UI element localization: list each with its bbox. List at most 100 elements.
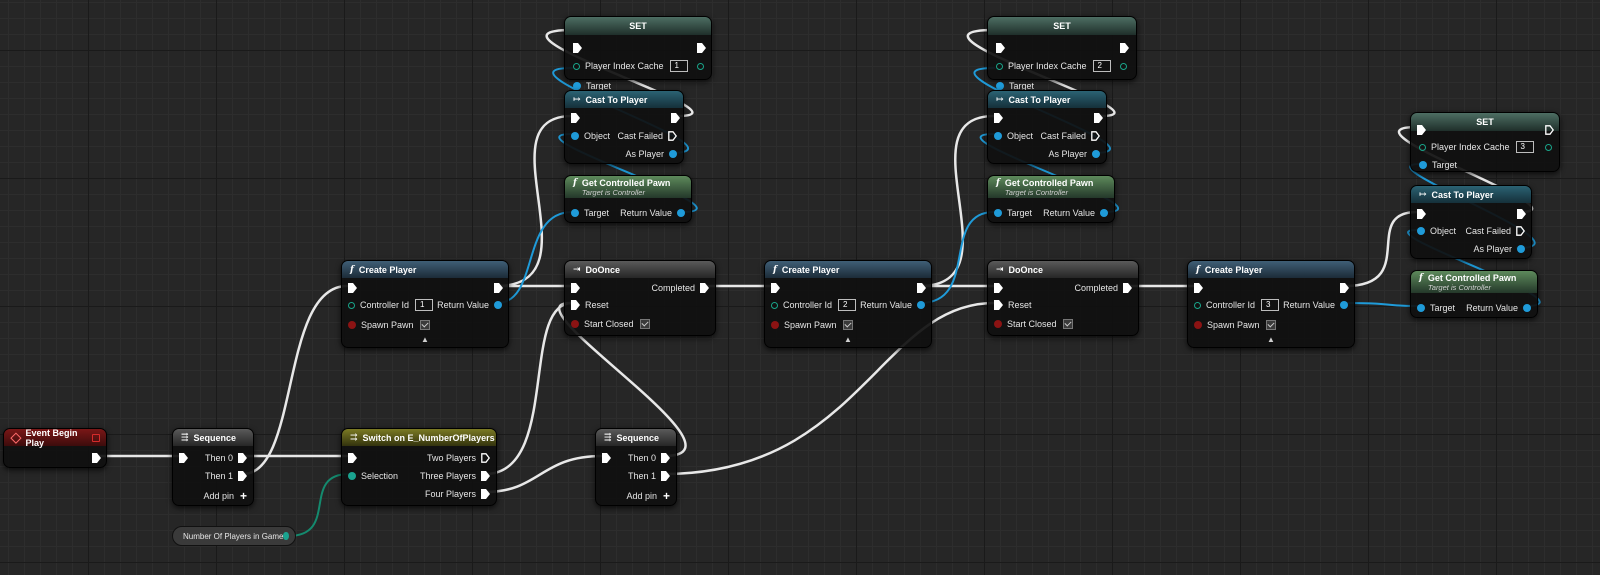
- exec-in-pin[interactable]: [1194, 281, 1203, 295]
- exec-in-pin[interactable]: [994, 281, 1003, 295]
- as-player-pin[interactable]: As Player: [1473, 242, 1525, 256]
- reset-pin[interactable]: Reset: [994, 298, 1032, 312]
- as-player-pin[interactable]: As Player: [1048, 147, 1100, 161]
- doonce-node-1[interactable]: ⇥DoOnce Completed Reset Start Closed: [564, 260, 716, 336]
- variable-output-pin[interactable]: [283, 532, 289, 540]
- spawn-pawn-pin[interactable]: Spawn Pawn: [1194, 318, 1276, 332]
- cast-failed-pin[interactable]: Cast Failed: [1465, 224, 1525, 238]
- target-pin[interactable]: Target: [1419, 158, 1457, 172]
- exec-in-pin[interactable]: [348, 281, 357, 295]
- exec-in-pin[interactable]: [602, 451, 611, 465]
- switch-node[interactable]: ⇉Switch on E_NumberOfPlayers Two Players…: [341, 428, 497, 506]
- exec-in-pin[interactable]: [996, 41, 1005, 55]
- doonce-node-2[interactable]: ⇥DoOnce Completed Reset Start Closed: [987, 260, 1139, 336]
- value-input[interactable]: 2: [838, 299, 857, 311]
- value-input[interactable]: 1: [669, 60, 688, 72]
- then-1-pin[interactable]: Then 1: [205, 469, 247, 483]
- object-pin[interactable]: Object: [571, 129, 610, 143]
- exec-out-pin[interactable]: [697, 41, 706, 55]
- value-input[interactable]: 3: [1261, 299, 1280, 311]
- exec-in-pin[interactable]: [571, 111, 580, 125]
- exec-in-pin[interactable]: [571, 281, 580, 295]
- exec-out-pin[interactable]: [671, 111, 680, 125]
- delegate-pin-icon[interactable]: [92, 433, 100, 442]
- cast-failed-pin[interactable]: Cast Failed: [617, 129, 677, 143]
- spawn-pawn-checkbox[interactable]: [419, 320, 430, 330]
- cast-to-player-node-2[interactable]: ↦Cast To Player Object Cast Failed As Pl…: [987, 90, 1107, 164]
- exec-in-pin[interactable]: [573, 41, 582, 55]
- cast-failed-pin[interactable]: Cast Failed: [1040, 129, 1100, 143]
- output-pin[interactable]: [1545, 140, 1552, 154]
- event-begin-play-node[interactable]: Event Begin Play: [3, 428, 107, 468]
- add-pin-button[interactable]: Add pin+: [203, 489, 247, 503]
- exec-out-pin[interactable]: [92, 451, 101, 465]
- three-players-pin[interactable]: Three Players: [420, 469, 490, 483]
- exec-in-pin[interactable]: [1417, 207, 1426, 221]
- return-value-pin[interactable]: Return Value: [1283, 298, 1348, 312]
- target-pin[interactable]: Target: [996, 79, 1034, 93]
- value-input[interactable]: 1: [415, 299, 434, 311]
- exec-in-pin[interactable]: [994, 111, 1003, 125]
- target-pin[interactable]: Target: [571, 206, 609, 220]
- start-closed-checkbox[interactable]: [1062, 319, 1073, 329]
- exec-in-pin[interactable]: [1417, 123, 1426, 137]
- exec-in-pin[interactable]: [771, 281, 780, 295]
- exec-out-pin[interactable]: [917, 281, 926, 295]
- exec-out-pin[interactable]: [1120, 41, 1129, 55]
- spawn-pawn-checkbox[interactable]: [1265, 320, 1276, 330]
- object-pin[interactable]: Object: [994, 129, 1033, 143]
- expand-arrow-icon[interactable]: ▲: [844, 335, 852, 344]
- start-closed-checkbox[interactable]: [639, 319, 650, 329]
- then-0-pin[interactable]: Then 0: [205, 451, 247, 465]
- spawn-pawn-pin[interactable]: Spawn Pawn: [771, 318, 853, 332]
- number-of-players-variable-node[interactable]: Number Of Players in Game: [172, 526, 296, 546]
- exec-out-pin[interactable]: [1340, 281, 1349, 295]
- value-input[interactable]: 2: [1092, 60, 1111, 72]
- object-pin[interactable]: Object: [1417, 224, 1456, 238]
- target-pin[interactable]: Target: [994, 206, 1032, 220]
- completed-pin[interactable]: Completed: [1074, 281, 1132, 295]
- target-pin[interactable]: Target: [1417, 301, 1455, 315]
- exec-out-pin[interactable]: [494, 281, 503, 295]
- sequence-node-2[interactable]: ⇶Sequence Then 0 Then 1 Add pin+: [595, 428, 677, 506]
- return-value-pin[interactable]: Return Value: [437, 298, 502, 312]
- reset-pin[interactable]: Reset: [571, 298, 609, 312]
- sequence-node-1[interactable]: ⇶Sequence Then 0 Then 1 Add pin+: [172, 428, 254, 506]
- add-pin-button[interactable]: Add pin+: [626, 489, 670, 503]
- return-value-pin[interactable]: Return Value: [620, 206, 685, 220]
- two-players-pin[interactable]: Two Players: [427, 451, 490, 465]
- target-pin[interactable]: Target: [573, 79, 611, 93]
- output-pin[interactable]: [1120, 59, 1127, 73]
- as-player-pin[interactable]: As Player: [625, 147, 677, 161]
- exec-out-pin[interactable]: [1517, 207, 1526, 221]
- start-closed-pin[interactable]: Start Closed: [571, 317, 650, 331]
- exec-in-pin[interactable]: [179, 451, 188, 465]
- output-pin[interactable]: [697, 59, 704, 73]
- spawn-pawn-checkbox[interactable]: [842, 320, 853, 330]
- return-value-pin[interactable]: Return Value: [1043, 206, 1108, 220]
- exec-out-pin[interactable]: [1545, 123, 1554, 137]
- exec-in-pin[interactable]: [348, 451, 357, 465]
- then-0-pin[interactable]: Then 0: [628, 451, 670, 465]
- return-value-pin[interactable]: Return Value: [860, 298, 925, 312]
- spawn-pawn-pin[interactable]: Spawn Pawn: [348, 318, 430, 332]
- cast-to-player-node-1[interactable]: ↦Cast To Player Object Cast Failed As Pl…: [564, 90, 684, 164]
- completed-pin[interactable]: Completed: [651, 281, 709, 295]
- start-closed-pin[interactable]: Start Closed: [994, 317, 1073, 331]
- exec-out-pin[interactable]: [1094, 111, 1103, 125]
- four-players-pin[interactable]: Four Players: [425, 487, 490, 501]
